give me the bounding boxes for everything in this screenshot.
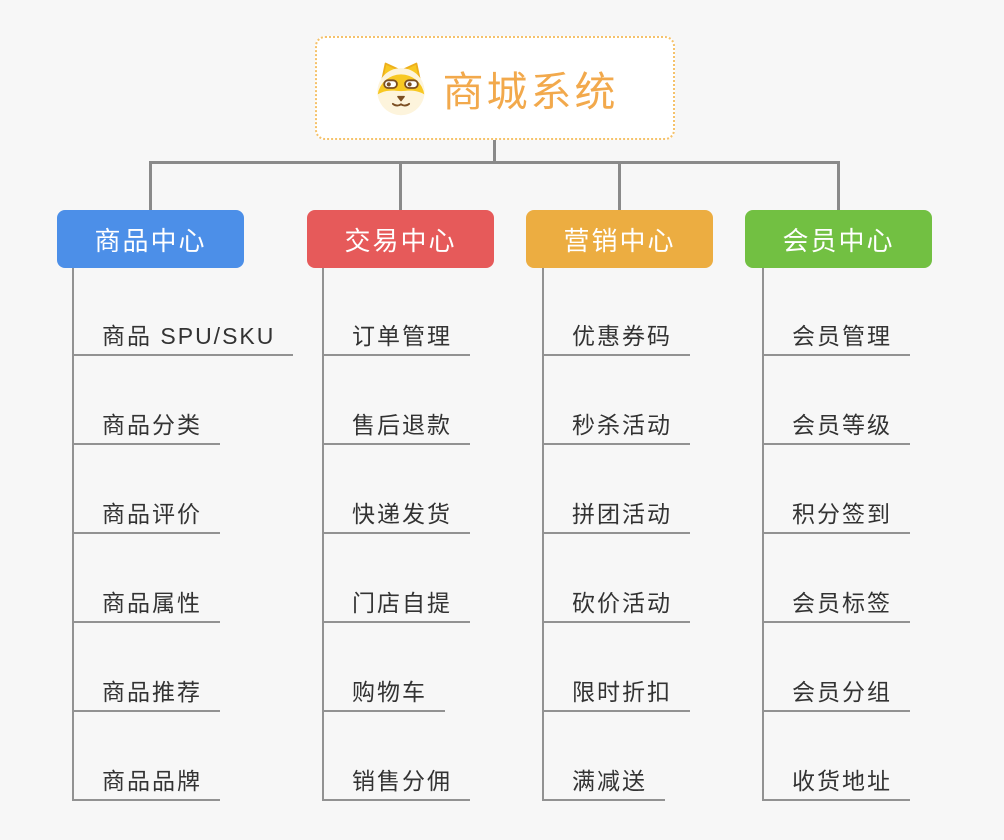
root-node-mall-system[interactable]: 商城系统 xyxy=(315,36,675,140)
leaf-node-marketing[interactable]: 秒杀活动 xyxy=(542,399,690,445)
connector-trunk-marketing xyxy=(542,268,544,801)
leaf-node-marketing[interactable]: 优惠券码 xyxy=(542,310,690,356)
leaf-node-member[interactable]: 会员等级 xyxy=(762,399,910,445)
branch-node-product-center[interactable]: 商品中心 xyxy=(57,210,244,268)
branch-node-marketing-center[interactable]: 营销中心 xyxy=(526,210,713,268)
leaf-node-product[interactable]: 商品评价 xyxy=(72,488,220,534)
connector-horizontal-rail xyxy=(149,161,840,164)
connector-stem-marketing xyxy=(618,161,621,210)
connector-stem-product xyxy=(149,161,152,210)
branch-node-member-center[interactable]: 会员中心 xyxy=(745,210,932,268)
leaf-node-trade[interactable]: 门店自提 xyxy=(322,577,470,623)
connector-trunk-member xyxy=(762,268,764,801)
branch-node-trade-center[interactable]: 交易中心 xyxy=(307,210,494,268)
connector-root-stem xyxy=(493,140,496,163)
leaf-node-marketing[interactable]: 限时折扣 xyxy=(542,666,690,712)
connector-stem-member xyxy=(837,161,840,210)
leaf-node-trade[interactable]: 订单管理 xyxy=(322,310,470,356)
leaf-node-marketing[interactable]: 拼团活动 xyxy=(542,488,690,534)
root-title: 商城系统 xyxy=(442,69,619,115)
leaf-node-trade[interactable]: 购物车 xyxy=(322,666,445,712)
leaf-node-marketing[interactable]: 满减送 xyxy=(542,755,665,801)
leaf-node-trade[interactable]: 快递发货 xyxy=(322,488,470,534)
leaf-node-product[interactable]: 商品分类 xyxy=(72,399,220,445)
leaf-node-product[interactable]: 商品属性 xyxy=(72,577,220,623)
leaf-node-product[interactable]: 商品 SPU/SKU xyxy=(72,310,294,356)
shiba-dog-icon xyxy=(372,59,430,117)
leaf-node-member[interactable]: 积分签到 xyxy=(762,488,910,534)
leaf-node-product[interactable]: 商品品牌 xyxy=(72,755,220,801)
connector-trunk-trade xyxy=(322,268,324,801)
leaf-node-marketing[interactable]: 砍价活动 xyxy=(542,577,690,623)
leaf-node-member[interactable]: 会员标签 xyxy=(762,577,910,623)
leaf-node-member[interactable]: 会员分组 xyxy=(762,666,910,712)
leaf-node-product[interactable]: 商品推荐 xyxy=(72,666,220,712)
leaf-node-trade[interactable]: 销售分佣 xyxy=(322,755,470,801)
connector-stem-trade xyxy=(399,161,402,210)
leaf-node-member[interactable]: 会员管理 xyxy=(762,310,910,356)
leaf-node-trade[interactable]: 售后退款 xyxy=(322,399,470,445)
connector-trunk-product xyxy=(72,268,74,801)
leaf-node-member[interactable]: 收货地址 xyxy=(762,755,910,801)
